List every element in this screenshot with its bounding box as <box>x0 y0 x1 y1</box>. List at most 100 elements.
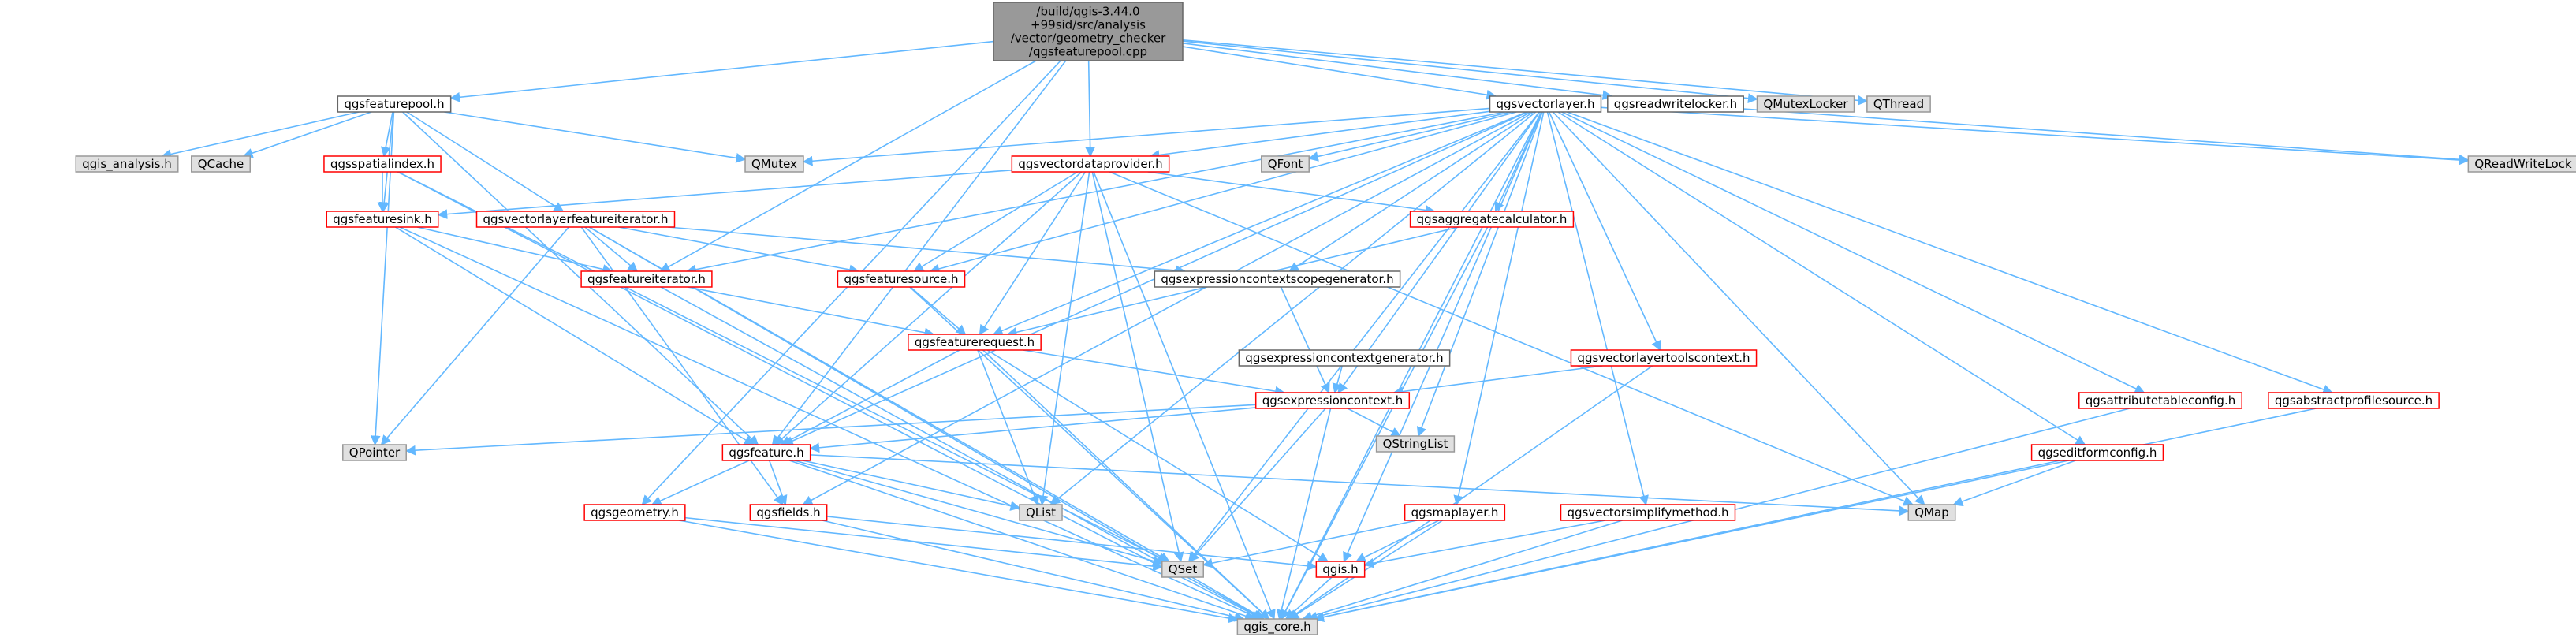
node-layer: /build/qgis-3.44.0+99sid/src/analysis/ve… <box>75 2 2576 635</box>
edge-line <box>1109 171 1914 506</box>
edge-line <box>810 454 1910 516</box>
node-qgis-core-h: qgis_core.h <box>1236 618 1318 635</box>
edge-line <box>1302 520 1623 621</box>
node-label: QPointer <box>349 445 401 460</box>
node-label: qgis.h <box>1322 562 1358 576</box>
node-qgis-h[interactable]: qgis.h <box>1315 561 1366 578</box>
node-box <box>1409 211 1575 228</box>
node-qpointer: QPointer <box>342 444 407 461</box>
node-box <box>749 504 828 521</box>
edge-feature_h-to-geometry_h <box>651 460 750 506</box>
edge-featurerequest_h-to-qlist <box>977 349 1039 506</box>
node-fields-h[interactable]: qgsfields.h <box>749 504 828 521</box>
edge-root-to-featureiterator_h <box>659 60 1037 272</box>
node-featurepool-h[interactable]: qgsfeaturepool.h <box>337 95 452 113</box>
edge-line <box>395 226 755 445</box>
edge-line <box>399 226 1262 621</box>
edge-featurepool_h-to-qcache <box>242 111 372 158</box>
node-box <box>1570 349 1758 367</box>
edge-geometry_h-to-qgis_core_h <box>679 520 1239 624</box>
node-box <box>580 270 713 288</box>
edge-root-to-qthread <box>1182 39 1869 106</box>
edge-featuresink_h-to-qgis_core_h <box>399 226 1262 621</box>
edge-line <box>1085 60 1096 158</box>
node-label: QSet <box>1169 562 1198 576</box>
edge-line <box>1038 171 1090 506</box>
edge-vectordataprovider_h-to-featuresource_h <box>913 171 1078 272</box>
node-label: qgsexpressioncontextscopegenerator.h <box>1161 272 1393 286</box>
edge-fields_h-to-qgis_core_h <box>822 520 1245 622</box>
edge-editformconfig_h-to-qmap <box>1952 460 2076 507</box>
edge-line <box>1601 106 2470 166</box>
node-label: qgis_core.h <box>1243 620 1310 635</box>
node-box <box>721 444 811 461</box>
node-box <box>191 155 251 173</box>
node-featuresource-h[interactable]: qgsfeaturesource.h <box>837 270 966 288</box>
edge-line <box>1561 111 2145 393</box>
node-label: qgsaggregatecalculator.h <box>1417 212 1568 226</box>
node-geometry-h[interactable]: qgsgeometry.h <box>583 504 686 521</box>
node-box <box>1375 435 1456 453</box>
node-vectorlayer-h[interactable]: qgsvectorlayer.h <box>1489 95 1602 113</box>
node-qcache: QCache <box>191 155 251 173</box>
edge-featuresink_h-to-feature_h <box>395 226 755 445</box>
edge-vectorlayer_h-to-qgis_h <box>1343 111 1543 563</box>
edge-line <box>929 111 1517 274</box>
node-exprctxgen-h[interactable]: qgsexpressioncontextgenerator.h <box>1238 349 1451 367</box>
node-analysis-h: qgis_analysis.h <box>75 155 179 173</box>
node-label: QStringList <box>1383 437 1448 451</box>
node-abstractprofilesource-h[interactable]: qgsabstractprofilesource.h <box>2268 392 2440 409</box>
edge-maplayer_h-to-qgis_core_h <box>1288 520 1443 620</box>
edge-line <box>977 349 1039 506</box>
edge-exprcontext_h-to-qpointer <box>404 404 1256 456</box>
edge-featurerequest_h-to-exprcontext_h <box>1023 349 1285 397</box>
node-exprscopegen-h[interactable]: qgsexpressioncontextscopegenerator.h <box>1154 270 1401 288</box>
node-editformconfig-h[interactable]: qgseditformconfig.h <box>2030 444 2164 461</box>
node-vsimplify-h[interactable]: qgsvectorsimplifymethod.h <box>1560 504 1736 521</box>
edge-vectorlayer_h-to-featureiterator_h <box>686 111 1505 275</box>
edge-featurepool_h-to-analysis_h <box>161 111 360 159</box>
node-label: qgsvectorsimplifymethod.h <box>1568 505 1729 520</box>
edge-vlfeatureiterator_h-to-exprscopegen_h <box>668 226 1187 276</box>
node-readwritelocker-h[interactable]: qgsreadwritelocker.h <box>1607 95 1744 113</box>
edge-line <box>979 171 1087 336</box>
edge-exprctxgen_h-to-exprcontext_h <box>1332 365 1343 394</box>
edge-qgis_h-to-qgis_core_h <box>1285 576 1333 620</box>
edge-maplayer_h-to-qset <box>1202 520 1418 568</box>
edge-root-to-feature_h <box>771 60 1067 446</box>
node-box <box>1756 95 1855 113</box>
edge-line <box>1392 365 1603 397</box>
edge-featurerequest_h-to-qgis_h <box>986 349 1329 562</box>
node-label: QList <box>1026 505 1056 520</box>
node-feature-h[interactable]: qgsfeature.h <box>721 444 811 461</box>
node-qset: QSet <box>1161 561 1204 578</box>
node-featureiterator-h[interactable]: qgsfeatureiterator.h <box>580 270 713 288</box>
node-vectordataprovider-h[interactable]: qgsvectordataprovider.h <box>1011 155 1170 173</box>
node-attrtableconfig-h[interactable]: qgsattributetableconfig.h <box>2078 392 2242 409</box>
node-box <box>323 155 442 173</box>
node-box <box>342 444 407 461</box>
edge-vectorlayer_h-to-featurerequest_h <box>992 111 1527 336</box>
node-aggregatecalc-h[interactable]: qgsaggregatecalculator.h <box>1409 211 1575 228</box>
node-box <box>583 504 686 521</box>
edge-vectorlayer_h-to-featuresource_h <box>929 111 1517 274</box>
edge-line <box>161 111 360 159</box>
node-exprcontext-h[interactable]: qgsexpressioncontext.h <box>1254 392 1411 409</box>
edge-line <box>406 111 565 212</box>
node-featuresink-h[interactable]: qgsfeaturesink.h <box>326 211 439 228</box>
node-vltoolscontext-h[interactable]: qgsvectorlayertoolscontext.h <box>1570 349 1758 367</box>
node-vlfeatureiterator-h[interactable]: qgsvectorlayerfeatureiterator.h <box>475 211 676 228</box>
edge-line <box>809 407 1256 453</box>
edge-line <box>1182 43 1613 100</box>
edge-vlfeatureiterator_h-to-featuresource_h <box>618 226 859 275</box>
edge-readwritelocker_h-to-qreadwritelock <box>1743 108 2470 165</box>
node-maplayer-h[interactable]: qgsmaplayer.h <box>1404 504 1506 521</box>
edge-vlfeatureiterator_h-to-featureiterator_h <box>584 226 639 272</box>
node-spatialindex-h[interactable]: qgsspatialindex.h <box>323 155 442 173</box>
node-root[interactable]: /build/qgis-3.44.0+99sid/src/analysis/ve… <box>993 2 1184 61</box>
node-featurerequest-h[interactable]: qgsfeaturerequest.h <box>908 334 1042 351</box>
edge-vectordataprovider_h-to-featuresink_h <box>437 169 1012 219</box>
edge-root-to-featurepool_h <box>449 40 994 102</box>
edge-vectordataprovider_h-to-qlist <box>1038 171 1090 506</box>
edge-line <box>1343 111 1543 563</box>
